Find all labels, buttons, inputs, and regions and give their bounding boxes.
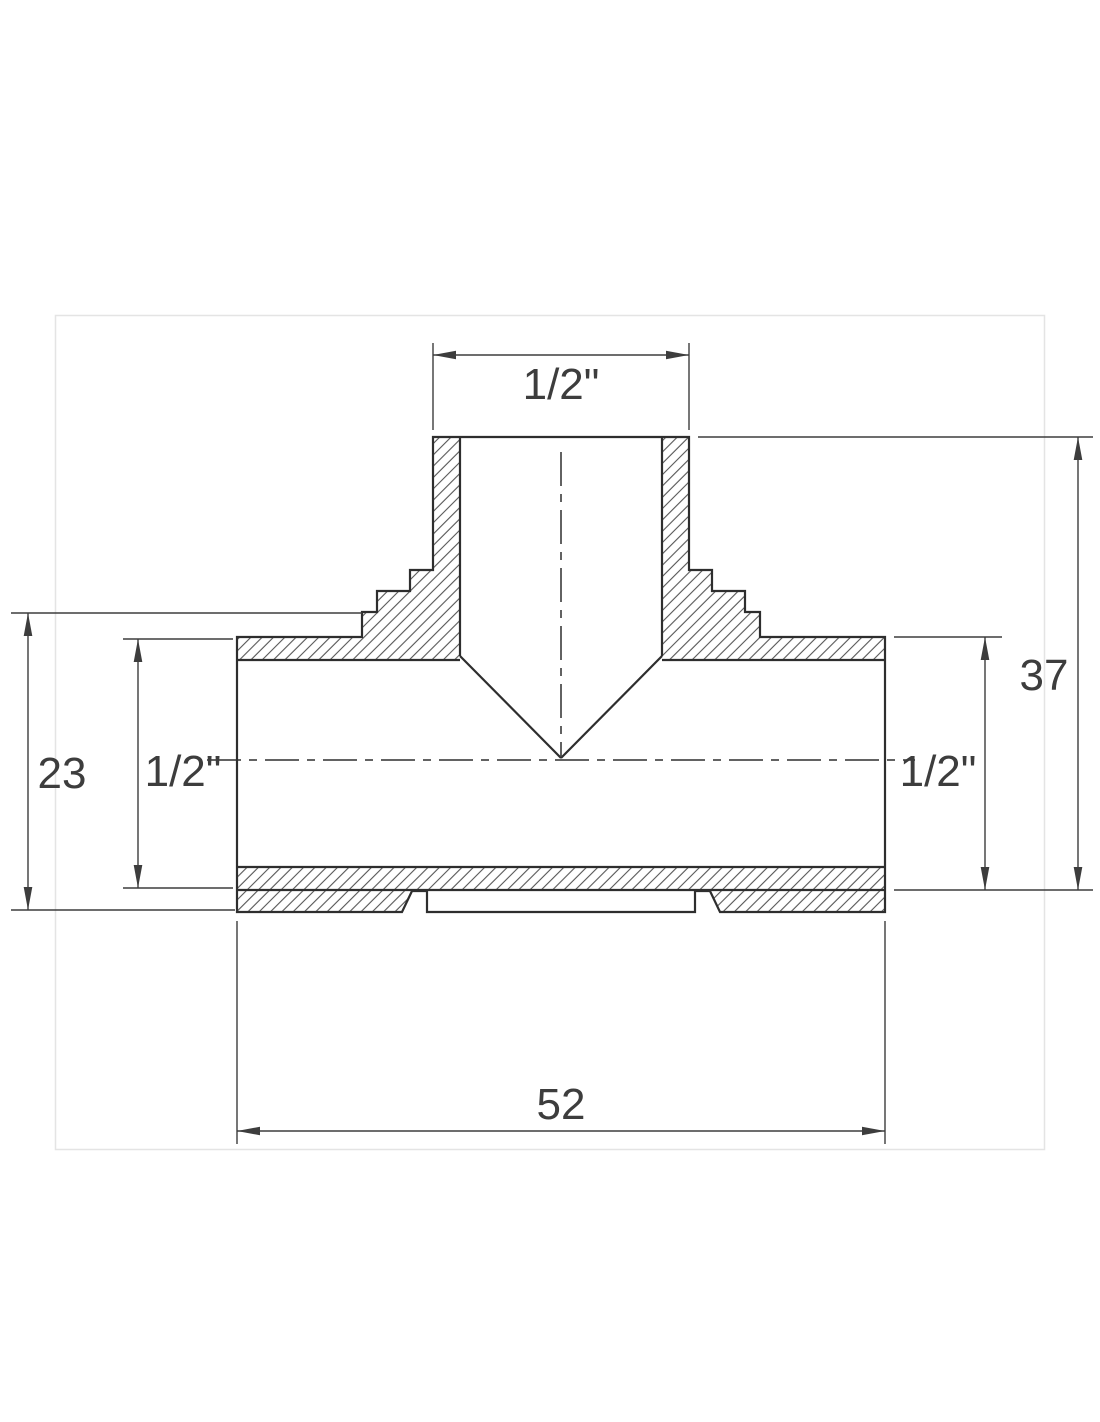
- dimension-left-height: 23: [11, 612, 362, 911]
- hatch-bottom-thread-band: [237, 867, 885, 890]
- drill-cone-left: [459, 655, 562, 759]
- image-frame: [54, 314, 1046, 1151]
- part-geometry: [235, 435, 887, 914]
- hatch-branch-right-wall: [662, 437, 885, 660]
- dimension-overall-width: 52: [236, 921, 886, 1144]
- section-hatching: [237, 437, 885, 912]
- dimension-left-port: 1/2": [123, 638, 233, 889]
- dimension-label-right-port: 1/2": [900, 747, 977, 796]
- dimension-label-left-height: 23: [38, 749, 87, 798]
- dimension-branch-width: 1/2": [432, 343, 690, 430]
- drill-cone-right: [560, 655, 663, 759]
- dimension-overall-height: 37: [698, 436, 1093, 891]
- hatch-bottom-right-strip: [709, 890, 885, 912]
- dimension-right-port: 1/2": [894, 636, 1002, 890]
- centerlines: [207, 452, 915, 761]
- dimension-label-left-port: 1/2": [145, 747, 222, 796]
- hatch-bottom-left-strip: [237, 890, 413, 912]
- dimension-label-overall-width: 52: [537, 1080, 586, 1129]
- dimension-label-branch-width: 1/2": [523, 360, 600, 409]
- dimension-label-overall-height: 37: [1020, 651, 1069, 700]
- hatch-branch-left-wall: [237, 437, 460, 660]
- tee-fitting-outline: [235, 435, 887, 914]
